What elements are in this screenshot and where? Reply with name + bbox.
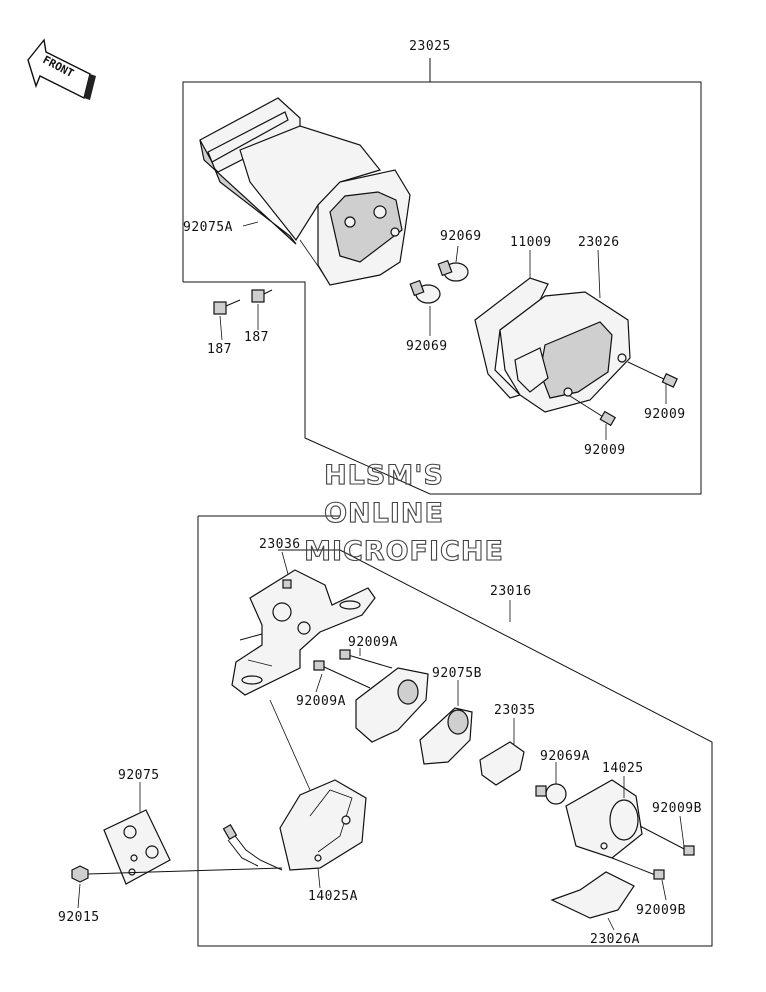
watermark-line1: HLSM'S (324, 460, 444, 491)
screw-92009-bottom-part (569, 395, 617, 427)
label-92075: 92075 (118, 768, 160, 783)
label-92009-top: 92009 (644, 407, 686, 422)
label-23035: 23035 (494, 703, 536, 718)
screw-92009A-bottom-part (313, 660, 371, 689)
screw-92009B-top-part (639, 825, 695, 856)
bulb-bottom-part (409, 279, 441, 304)
screw-92009B-bottom-part (611, 857, 665, 880)
bolt-187-right-part (251, 289, 273, 303)
label-23036: 23036 (259, 537, 301, 552)
bracket-part (231, 569, 376, 696)
label-92009B-bottom: 92009B (636, 903, 686, 918)
bulb-top-part (437, 259, 469, 282)
nut-92015-part (71, 865, 283, 883)
front-arrow-icon: FRONT (27, 38, 96, 100)
grommet-part (419, 707, 473, 765)
label-23026: 23026 (578, 235, 620, 250)
bolt-187-left-part (213, 299, 241, 315)
label-187-left: 187 (207, 342, 232, 357)
screw-92009A-top-part (339, 649, 393, 669)
label-14025: 14025 (602, 761, 644, 776)
label-92009B-top: 92009B (652, 801, 702, 816)
label-92009A-bottom: 92009A (296, 694, 346, 709)
lower-assembly-frame (197, 516, 713, 947)
socket-housing-part (355, 667, 429, 743)
label-92009A-top: 92009A (348, 635, 398, 650)
watermark-line3: MICROFICHE (304, 536, 504, 567)
gasket-part (474, 277, 549, 399)
upper-assembly-frame (182, 81, 702, 495)
label-92015: 92015 (58, 910, 100, 925)
label-92075B: 92075B (432, 666, 482, 681)
housing-14025A-part (279, 779, 367, 871)
label-92069A: 92069A (540, 749, 590, 764)
socket-part (479, 741, 525, 786)
tail-cover-part (199, 97, 411, 286)
watermark-line2: ONLINE (324, 498, 444, 529)
label-14025A: 14025A (308, 889, 358, 904)
plate-92075-part (103, 809, 171, 885)
screw-92009-top-part (627, 361, 678, 388)
label-92009-bottom: 92009 (584, 443, 626, 458)
bulb-92069A-part (535, 783, 567, 805)
label-92069-top: 92069 (440, 229, 482, 244)
reflector-part (550, 871, 635, 919)
wire-harness-part (222, 823, 283, 871)
label-11009: 11009 (510, 235, 552, 250)
label-23026A: 23026A (590, 932, 640, 947)
label-23025: 23025 (409, 39, 451, 54)
label-92075A: 92075A (183, 220, 233, 235)
label-92069-bottom: 92069 (406, 339, 448, 354)
label-23016: 23016 (490, 584, 532, 599)
label-187-right: 187 (244, 330, 269, 345)
tail-lens-part (499, 291, 631, 413)
lens-14025-part (565, 779, 643, 859)
